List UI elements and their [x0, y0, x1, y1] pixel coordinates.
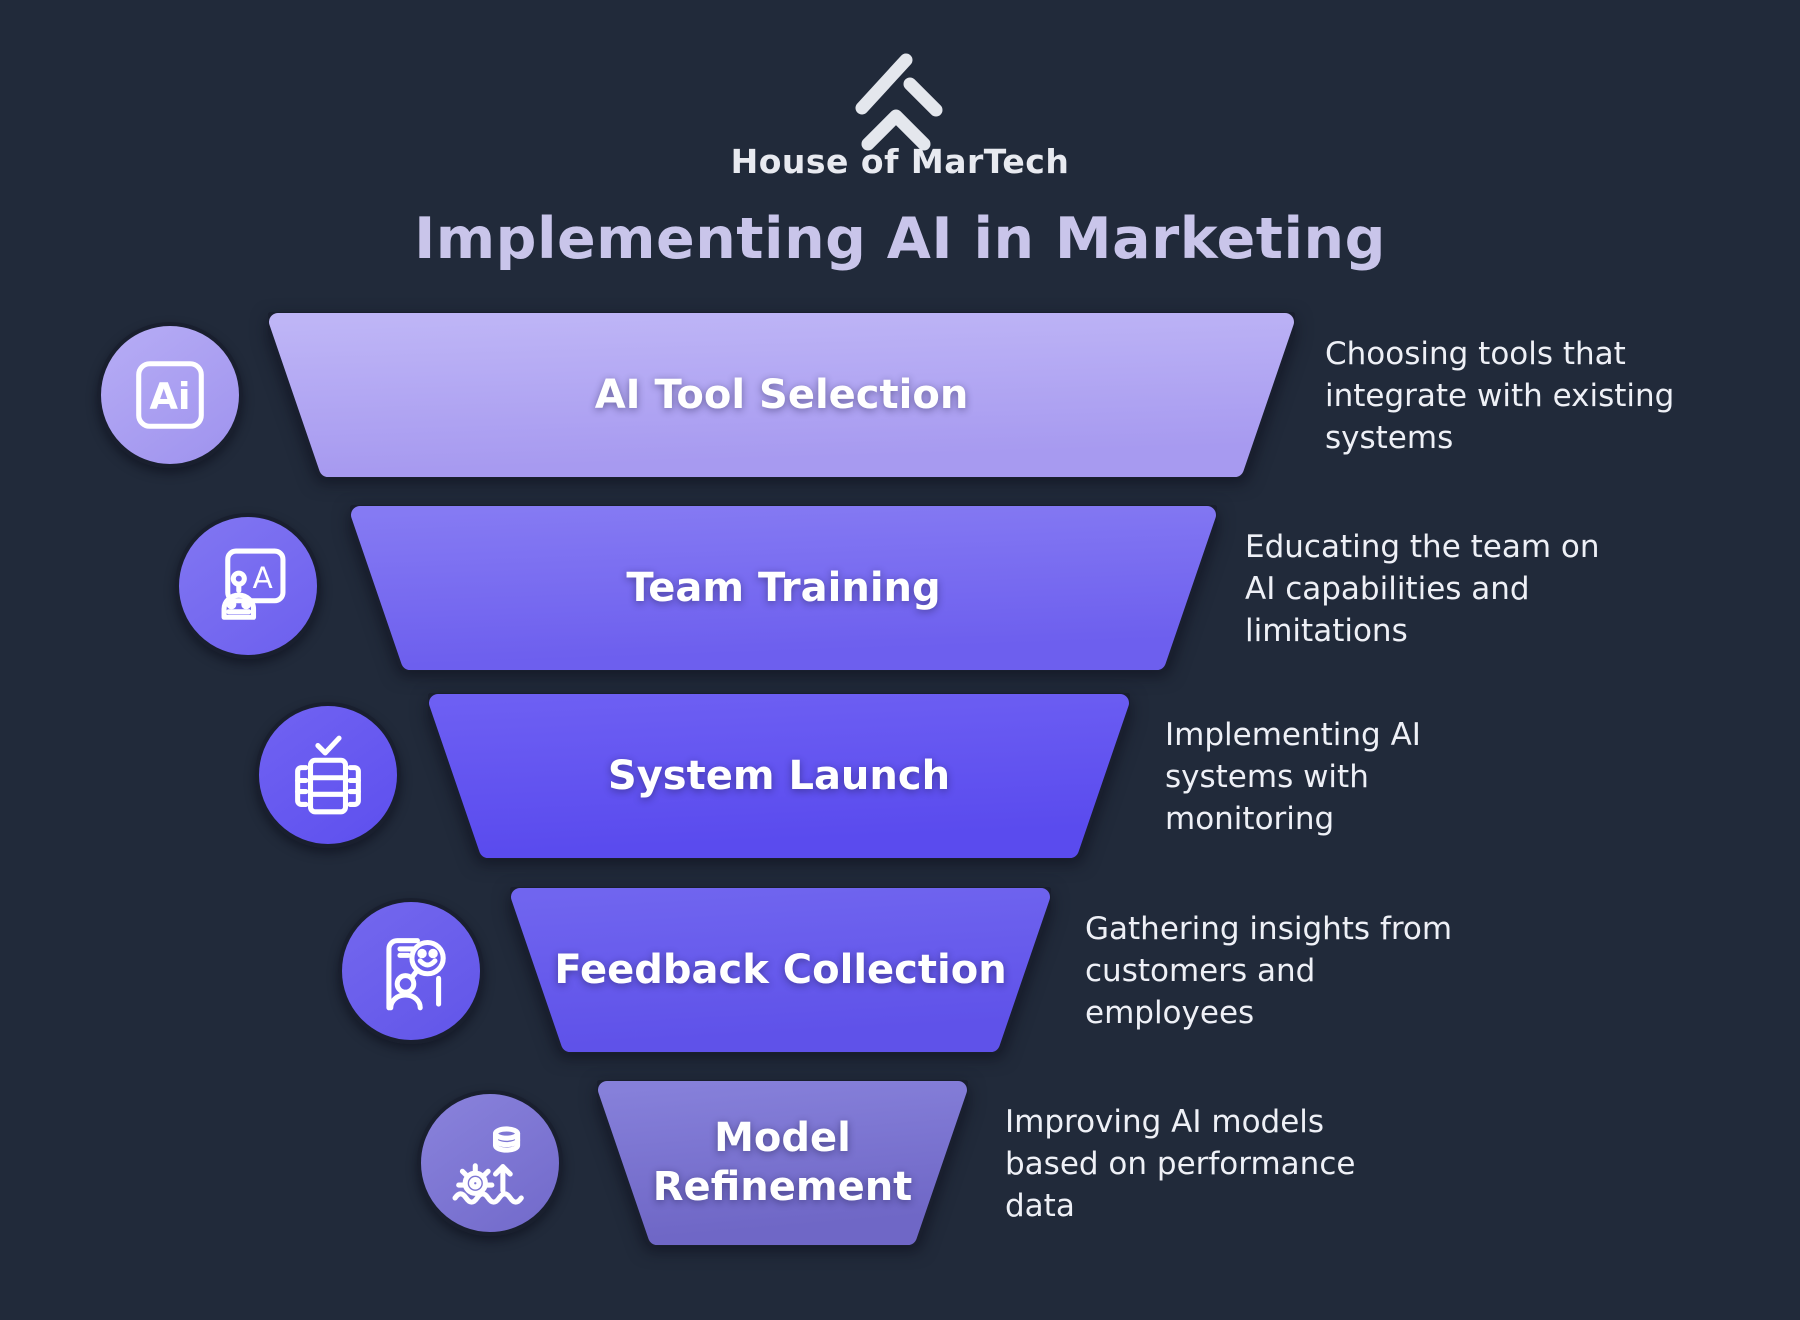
svg-text:A: A [253, 561, 273, 595]
brand-name: House of MarTech [730, 142, 1070, 181]
page-title: Implementing AI in Marketing [414, 206, 1386, 272]
stage-description: Implementing AI systems with monitoring [1165, 716, 1421, 838]
stage-label: Team Training [626, 564, 941, 611]
funnel-band-4 [510, 887, 1051, 1053]
funnel-band-3 [428, 693, 1130, 859]
stage-description: Educating the team on AI capabilities an… [1245, 528, 1600, 650]
stage-label: AI Tool Selection [594, 371, 969, 418]
feedback-dialog-icon [386, 938, 446, 1011]
stage-icon-circle [255, 702, 401, 848]
svg-text:Ai: Ai [149, 375, 190, 418]
funnel-band-2 [350, 505, 1217, 671]
stage-icon-circle [417, 1090, 563, 1236]
funnel-band-1 [268, 312, 1295, 478]
server-check-icon [295, 735, 361, 815]
ai-chip-icon: Ai [136, 361, 204, 429]
training-board-robot-icon: A [221, 548, 286, 620]
stage-label: Model Refinement [652, 1115, 913, 1210]
stage-description: Improving AI models based on performance… [1005, 1103, 1356, 1225]
stage-icon-circle: Ai [97, 322, 243, 468]
roof-double-chevron-icon [855, 53, 943, 151]
stage-label: Feedback Collection [554, 946, 1007, 993]
stage-description: Gathering insights from customers and em… [1085, 910, 1453, 1032]
stage-label: System Launch [607, 752, 951, 799]
stage-icon-circle [338, 898, 484, 1044]
gear-data-refinement-icon [452, 1126, 524, 1205]
stage-icon-circle: A [175, 513, 321, 659]
stage-description: Choosing tools that integrate with exist… [1325, 335, 1675, 457]
funnel-band-5 [597, 1080, 968, 1246]
